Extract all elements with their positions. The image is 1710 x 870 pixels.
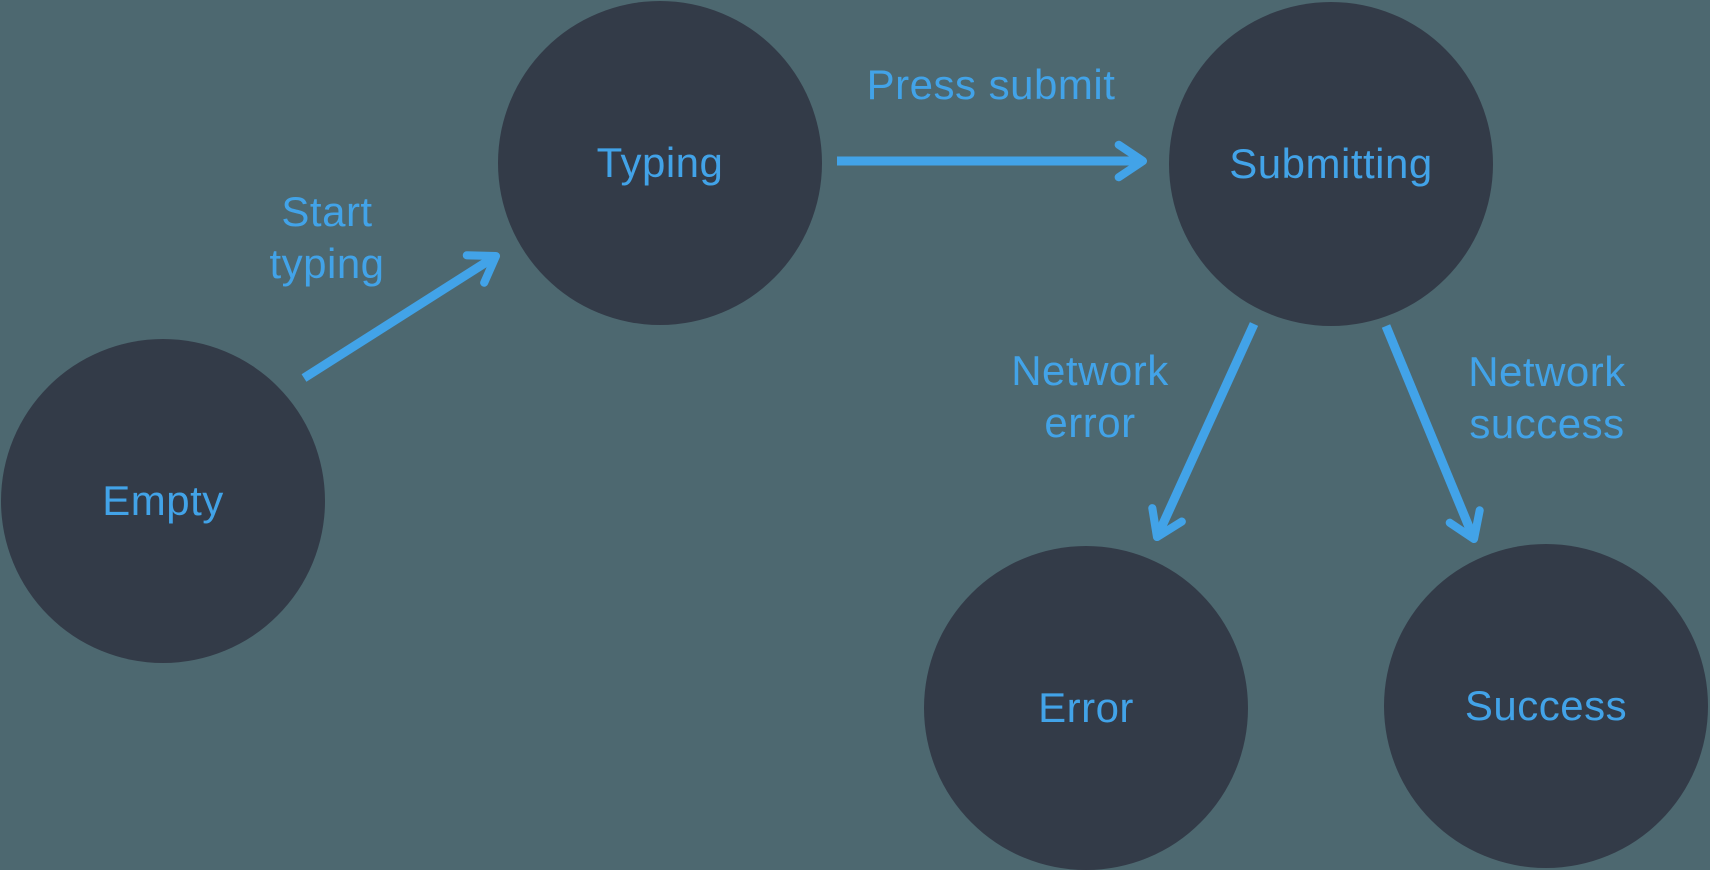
state-node-error: Error bbox=[924, 546, 1248, 870]
state-node-label: Error bbox=[1038, 684, 1134, 731]
edge-label-press-submit: Press submit bbox=[866, 61, 1116, 108]
edge-label-network-error: Network error bbox=[1011, 347, 1169, 446]
edge-arrow-submitting-to-success bbox=[1381, 324, 1484, 544]
state-node-label: Success bbox=[1464, 682, 1628, 729]
edge-label-start-typing: Start typing bbox=[269, 188, 385, 287]
state-node-submitting: Submitting bbox=[1169, 2, 1493, 326]
state-node-empty: Empty bbox=[1, 339, 325, 663]
edge-label-network-success: Network success bbox=[1468, 348, 1626, 447]
state-node-label: Empty bbox=[102, 477, 224, 524]
state-node-label: Typing bbox=[596, 139, 724, 186]
state-node-label: Submitting bbox=[1229, 140, 1433, 187]
state-node-typing: Typing bbox=[498, 1, 822, 325]
edge-arrow-submitting-to-error bbox=[1148, 322, 1259, 542]
edge-arrow-empty-to-typing bbox=[301, 251, 501, 382]
state-node-success: Success bbox=[1384, 544, 1708, 868]
